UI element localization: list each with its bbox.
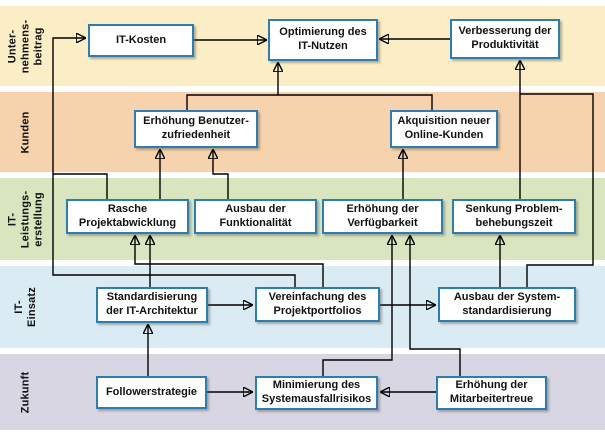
node-senkung-problembehebungszeit: Senkung Problem- behebungszeit <box>452 199 576 234</box>
band-label-it-leistungserstellung: IT-Leistungs- erstellung <box>6 190 45 248</box>
band-label-it-einsatz: IT-Einsatz <box>13 287 38 327</box>
node-vereinfachung-projektportfolios: Vereinfachung des Projektportfolios <box>255 287 380 322</box>
node-ausbau-systemstandardisierung: Ausbau der System- standardisierung <box>438 287 576 322</box>
band-label-kunden: Kunden <box>19 110 32 154</box>
node-ausbau-funktionalitaet: Ausbau der Funktionalität <box>194 199 317 234</box>
node-akquisition-online-kunden: Akquisition neuer Online-Kunden <box>390 110 498 148</box>
node-erhoehung-benutzerzufriedenheit: Erhöhung Benutzer- zufriedenheit <box>134 110 258 148</box>
band-label-unternehmensbeitrag: Unter- nehmens- beitrag <box>6 19 45 73</box>
node-standardisierung-it-architektur: Standardisierung der IT-Architektur <box>96 287 208 323</box>
node-it-kosten: IT-Kosten <box>88 24 194 57</box>
node-verbesserung-produktivitaet: Verbesserung der Produktivität <box>450 19 560 59</box>
node-optimierung-it-nutzen: Optimierung des IT-Nutzen <box>268 19 378 61</box>
band-kunden <box>0 92 605 172</box>
node-followerstrategie: Followerstrategie <box>96 376 207 409</box>
node-minimierung-systemausfallrisiko: Minimierung des Systemausfallrisikos <box>255 376 378 410</box>
node-erhoehung-verfuegbarkeit: Erhöhung der Verfügbarkeit <box>322 199 443 234</box>
band-label-zukunft: Zukunft <box>19 371 32 413</box>
node-erhoehung-mitarbeitertreue: Erhöhung der Mitarbeitertreue <box>436 376 547 410</box>
node-rasche-projektabwicklung: Rasche Projektabwicklung <box>66 199 189 234</box>
